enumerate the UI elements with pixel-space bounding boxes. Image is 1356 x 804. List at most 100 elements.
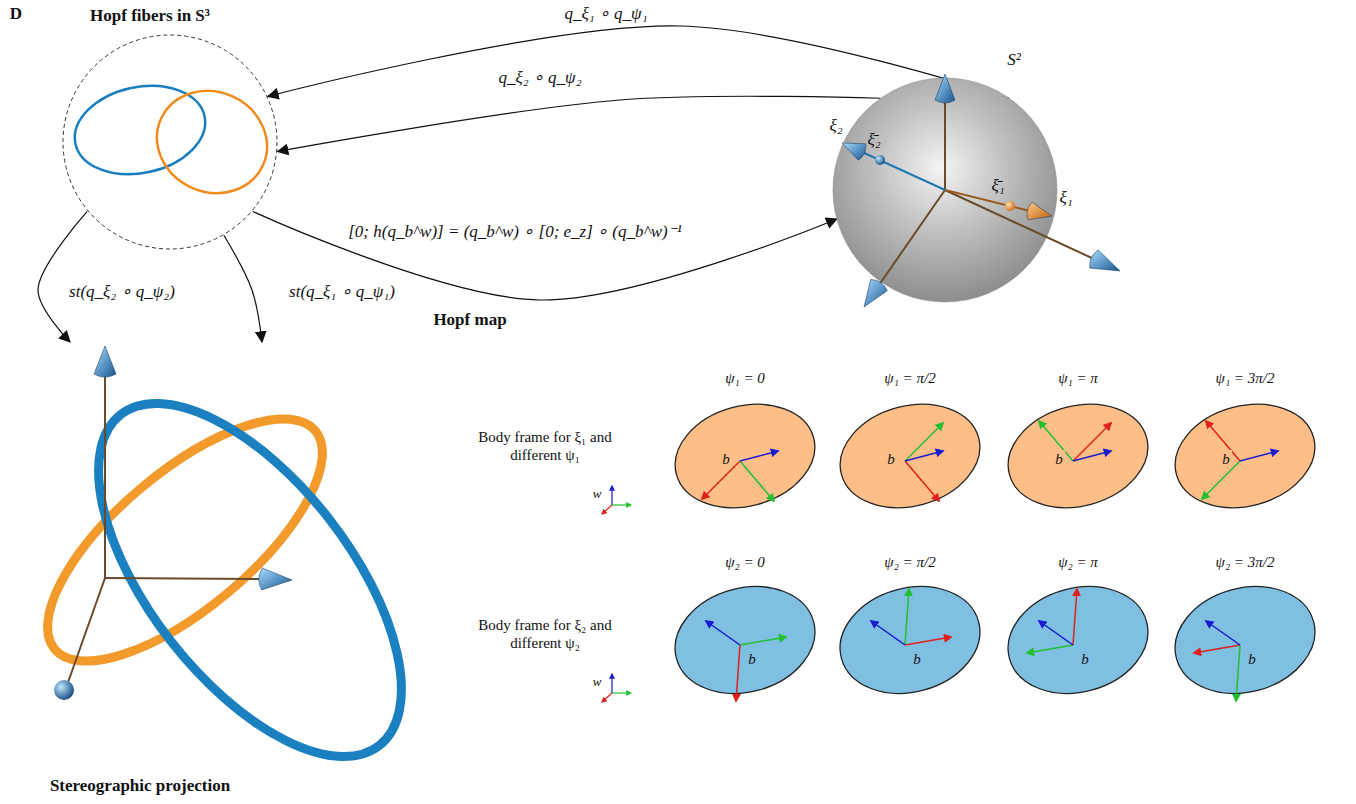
axis-cone — [864, 279, 887, 307]
origin-label: b — [885, 450, 897, 468]
body-frame-disc: ψ₂ = 0b — [670, 582, 820, 698]
fiber-region: Hopf fibers in S³ — [62, 34, 278, 250]
origin-label: b — [1246, 650, 1258, 668]
s3-boundary — [63, 35, 277, 249]
origin-label: b — [746, 650, 758, 668]
node-outline — [670, 582, 820, 698]
connector-arrow — [38, 211, 87, 342]
body-axis — [1073, 589, 1077, 645]
vector-label: ξ₁ — [1056, 188, 1075, 208]
node-outline — [1170, 400, 1320, 512]
sphere-s2 — [833, 78, 1057, 302]
axis-line — [879, 190, 945, 285]
body-frame-disc: ψ₂ = 3π/2b — [1170, 582, 1320, 698]
axis-line — [945, 190, 1030, 211]
node-outline — [833, 78, 1057, 302]
body-axis — [736, 645, 740, 701]
map-formula: st(q_ξ₂ ∘ q_ψ₂) — [66, 282, 178, 302]
body-axis — [905, 451, 943, 461]
connector-arrow — [224, 236, 262, 342]
body-frame-disc: ψ₁ = 0b — [670, 400, 820, 512]
projection-figure: Stereographic projection — [20, 342, 450, 798]
body-axis — [740, 451, 778, 461]
body-axis — [1073, 423, 1111, 461]
axis-cone — [935, 74, 955, 103]
sphere-name: S² — [1007, 50, 1021, 70]
body-frame-disc: ψ₂ = π/2b — [835, 582, 985, 698]
sphere-node: S² — [833, 78, 1057, 302]
axis-line — [104, 374, 106, 578]
axis-cone — [94, 346, 116, 377]
section-heading: Hopf fibers in S³ — [90, 6, 210, 26]
fiber-base-point — [1005, 201, 1015, 211]
body-axis — [905, 423, 943, 461]
body-disc — [828, 389, 991, 522]
origin-label: b — [1053, 450, 1065, 468]
body-disc — [1163, 571, 1327, 708]
angle-label: ψ₂ = π — [1058, 553, 1098, 571]
angle-label: ψ₂ = 3π/2 — [1216, 553, 1275, 571]
body-axis — [1236, 645, 1240, 701]
node-outline — [1170, 582, 1320, 698]
axis-line — [862, 152, 945, 190]
row-caption: Body frame for ξ₁ and different ψ₁ — [457, 428, 633, 464]
projected-fiber — [42, 353, 458, 804]
map-formula: [0; h(q_b^w)] = (q_b^w) ∘ [0; e_z] ∘ (q_… — [345, 222, 685, 242]
node-outline — [20, 342, 450, 798]
node-outline — [1003, 582, 1153, 698]
hopf-fiber — [67, 74, 214, 186]
body-axis — [740, 637, 786, 645]
node-outline — [62, 34, 278, 250]
map-name: Hopf map — [430, 310, 509, 330]
origin-label: b — [720, 450, 732, 468]
connector-arrow — [268, 26, 1009, 98]
world-triad — [602, 674, 631, 702]
angle-label: ψ₁ = π — [1058, 369, 1098, 387]
origin-label: b — [1220, 450, 1232, 468]
projection-point — [54, 680, 74, 700]
body-disc — [996, 389, 1159, 522]
angle-label: ψ₁ = 3π/2 — [1216, 369, 1275, 387]
node-outline — [835, 400, 985, 512]
angle-label: ψ₂ = 0 — [725, 553, 765, 571]
axis-line — [66, 578, 105, 688]
body-axis — [1240, 451, 1278, 461]
body-disc — [1163, 389, 1326, 522]
body-frame-disc: ψ₁ = πb — [1003, 400, 1153, 512]
body-frame-disc: ψ₂ = πb — [1003, 582, 1153, 698]
panel-letter: D — [7, 4, 25, 24]
body-axis — [1027, 645, 1073, 653]
angle-label: ψ₁ = π/2 — [884, 369, 935, 387]
map-formula: q_ξ₁ ∘ q_ψ₁ — [561, 4, 650, 24]
point-label: ξ̄₂ — [864, 130, 883, 150]
body-axis — [1039, 621, 1073, 645]
frame-name: w — [590, 486, 605, 502]
map-formula: q_ξ₂ ∘ q_ψ₂ — [495, 68, 584, 88]
origin-label: b — [911, 650, 923, 668]
body-axis — [1206, 621, 1240, 645]
body-axis — [706, 621, 740, 645]
axis-cone — [1090, 250, 1120, 271]
map-formula: st(q_ξ₁ ∘ q_ψ₁) — [286, 282, 398, 302]
origin-label: b — [1079, 650, 1091, 668]
angle-label: ψ₁ = 0 — [725, 369, 765, 387]
row-caption: Body frame for ξ₂ and different ψ₂ — [457, 616, 633, 652]
hopf-fiber — [140, 73, 284, 211]
vector-label: ξ₂ — [826, 116, 845, 136]
body-axis — [1194, 645, 1240, 653]
body-frame-disc: ψ₁ = π/2b — [835, 400, 985, 512]
connector-arrow — [278, 96, 881, 151]
body-axis — [740, 461, 774, 501]
section-heading: Stereographic projection — [50, 776, 230, 796]
frame-name: w — [590, 674, 605, 690]
fiber-base-point — [875, 155, 885, 165]
angle-label: ψ₂ = π/2 — [884, 553, 935, 571]
body-disc — [663, 389, 826, 522]
body-axis — [905, 637, 951, 645]
body-disc — [663, 571, 827, 708]
node-outline — [670, 400, 820, 512]
axis-cone — [259, 568, 292, 590]
body-disc — [828, 571, 992, 708]
axis-line — [944, 100, 946, 190]
